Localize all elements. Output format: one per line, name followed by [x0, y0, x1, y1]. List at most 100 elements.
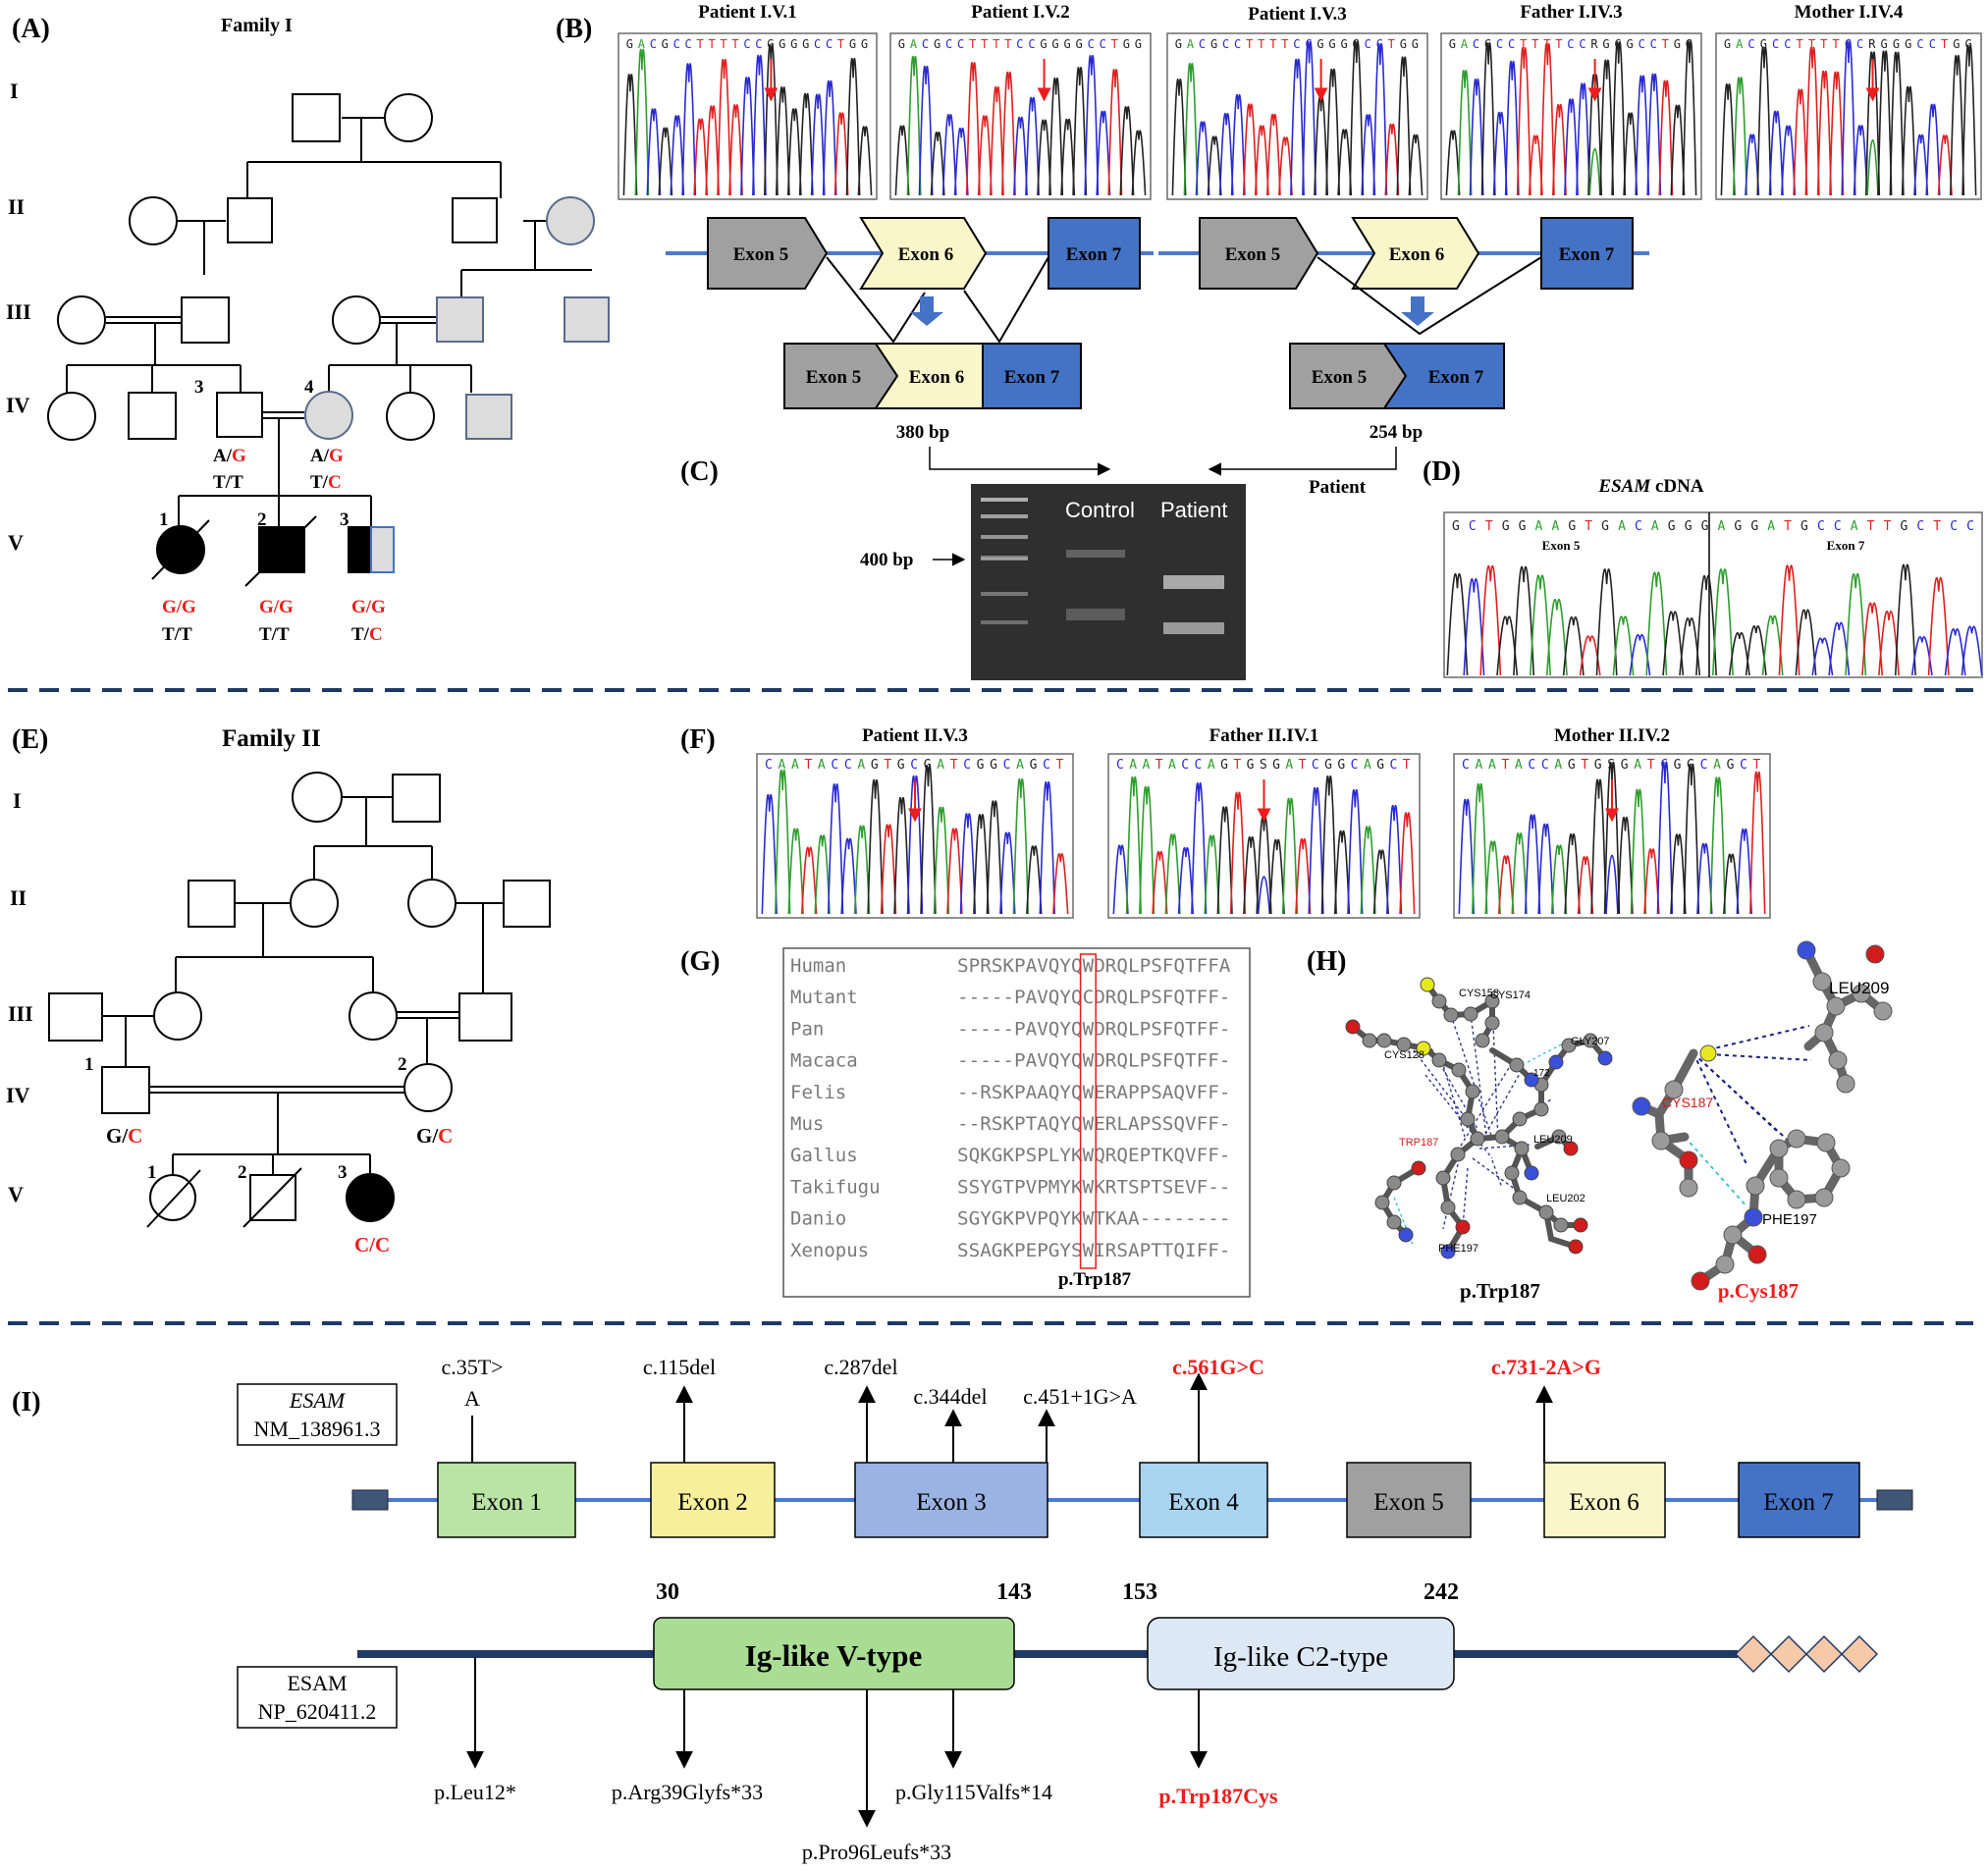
b-exon7-mutant-label: Exon 7 [1559, 244, 1615, 265]
c-arrow-mutant [1208, 447, 1397, 476]
f2-iii-female-1 [153, 991, 202, 1041]
h-wt-label-trp187: TRP187 [1399, 1137, 1438, 1149]
d-peak-5 [1530, 574, 1551, 676]
b-splice-normal-1 [826, 256, 926, 344]
h-mut-atoms [1651, 972, 1893, 1274]
d-peak-18 [1745, 625, 1767, 676]
f1-gen-3: III [6, 299, 31, 324]
i-pvariant-1: p.Leu12* [434, 1780, 516, 1804]
g-row-seq-9: SSAGKPEPGYSWIRSAPTTQIFF- [957, 1240, 1230, 1261]
b-product-normal-exon6 [874, 343, 984, 409]
i-exon-2-label: Exon 2 [677, 1489, 748, 1516]
g-caption: p.Trp187 [1058, 1269, 1132, 1290]
c-control-band-1 [1066, 550, 1125, 558]
g-row-seq-0: SPRSKPAVQYQWDRQLPSFQTFFA [957, 955, 1231, 977]
d-peak-31 [1961, 625, 1983, 676]
family2-pedigree-symbols [48, 772, 551, 1228]
d-peak-27 [1894, 563, 1916, 676]
b-exon5-normal [707, 217, 829, 290]
h-wt-bonds [1350, 982, 1608, 1255]
b-prod-exon5-label: Exon 5 [806, 367, 862, 388]
b-chrom-peaks-1 [894, 54, 1147, 196]
i-variant-v3: c.287del [824, 1355, 897, 1379]
f2-i-male [392, 774, 441, 823]
f2-ii-male-1 [188, 880, 236, 928]
i-exon-7-label: Exon 7 [1763, 1489, 1834, 1516]
c-lane-control: Control [1065, 498, 1135, 522]
h-wt-label-172: 172 [1533, 1068, 1550, 1079]
d-peak-13 [1662, 611, 1685, 676]
f1-geno-v1-bot: T/T [162, 624, 192, 645]
d-peak-9 [1595, 568, 1618, 676]
i-diamond-4 [1840, 1634, 1879, 1674]
b-prodm-exon7-label: Exon 7 [1428, 367, 1484, 388]
i-variant-v5: c.451+1G>A [1023, 1384, 1137, 1409]
i-exon-6-label: Exon 6 [1569, 1489, 1639, 1516]
i-exon-6 [1543, 1462, 1666, 1538]
f1-geno-v2-top: G/G [259, 597, 294, 617]
b-size-mutant: 254 bp [1370, 422, 1423, 443]
f1-id-v2: 2 [257, 509, 267, 530]
panel-a: (A) Family I I II III IV V [6, 14, 293, 555]
i-protein-box [237, 1666, 398, 1729]
i-utr-5 [351, 1489, 389, 1511]
i-variant-v6: c.561G>C [1172, 1355, 1264, 1379]
f2-gen-5: V [8, 1182, 24, 1206]
g-row-seq-2: -----PAVQYQWDRQLPSFQTFF- [957, 1018, 1230, 1040]
f1-geno-iv3-top: A/G [213, 446, 246, 466]
i-variant-v2: c.115del [643, 1355, 716, 1379]
h-mut-label-cys187: CYS187 [1662, 1095, 1713, 1110]
i-variant-v1a: c.35T> [441, 1355, 503, 1379]
i-protein-id: NP_620411.2 [258, 1699, 377, 1724]
b-chrom-title-1: Patient I.V.2 [971, 2, 1069, 23]
panel-i: (I) ESAM NM_138961.3 Exon 1 Exon 2 Exon … [12, 1355, 1913, 1864]
d-peak-19 [1761, 615, 1784, 676]
h-wt-label-phe197: PHE197 [1438, 1243, 1478, 1255]
f2-v-1-deceased-slash [146, 1169, 201, 1228]
f1-iii-male-1 [181, 296, 230, 344]
panel-label-b: (B) [556, 14, 592, 44]
f1-v-3-patient-left [348, 526, 372, 573]
g-row-name-5: Mus [790, 1113, 824, 1135]
g-row-seq-6: SQKGKPSPLYKWQRQEPTKQVFF- [957, 1145, 1230, 1166]
i-diamond-1 [1734, 1634, 1773, 1674]
f2-iv-1-father [101, 1066, 150, 1114]
f2-v-2-deceased-slash [242, 1167, 302, 1228]
f1-id-iv4: 4 [304, 377, 314, 398]
family1-title: Family I [221, 15, 293, 36]
g-row-name-0: Human [790, 955, 846, 977]
panel-label-i: (I) [12, 1387, 41, 1417]
h-wt-label-cys128: CYS128 [1384, 1049, 1424, 1061]
i-pvariant-4: p.Gly115Valfs*14 [895, 1780, 1052, 1804]
f1-gen-5: V [8, 530, 24, 555]
d-trace [1446, 563, 1983, 676]
g-row-name-3: Macaca [790, 1050, 858, 1072]
panel-label-c: (C) [680, 456, 719, 487]
h-mut-label-phe197: PHE197 [1762, 1211, 1817, 1228]
d-peak-1 [1463, 578, 1485, 676]
f1-geno-v3-top: G/G [351, 597, 386, 617]
h-wt-label-cys174: CYS174 [1490, 989, 1531, 1001]
f1-ii-female-1 [129, 196, 178, 245]
f1-i-female [384, 93, 433, 142]
h-mut-contacts [1692, 1025, 1812, 1167]
d-peak-22 [1811, 637, 1834, 676]
f1-i-male [292, 93, 341, 142]
h-wildtype-structure: CYS158 CYS174 GLY207 172 CYS128 TRP187 L… [1345, 977, 1613, 1259]
i-exon-4 [1139, 1462, 1268, 1538]
f1-geno-iv4-top: A/G [310, 446, 344, 466]
i-exon-5-label: Exon 5 [1373, 1489, 1444, 1516]
d-peak-11 [1629, 634, 1651, 676]
f1-iii-female-1 [57, 295, 106, 345]
